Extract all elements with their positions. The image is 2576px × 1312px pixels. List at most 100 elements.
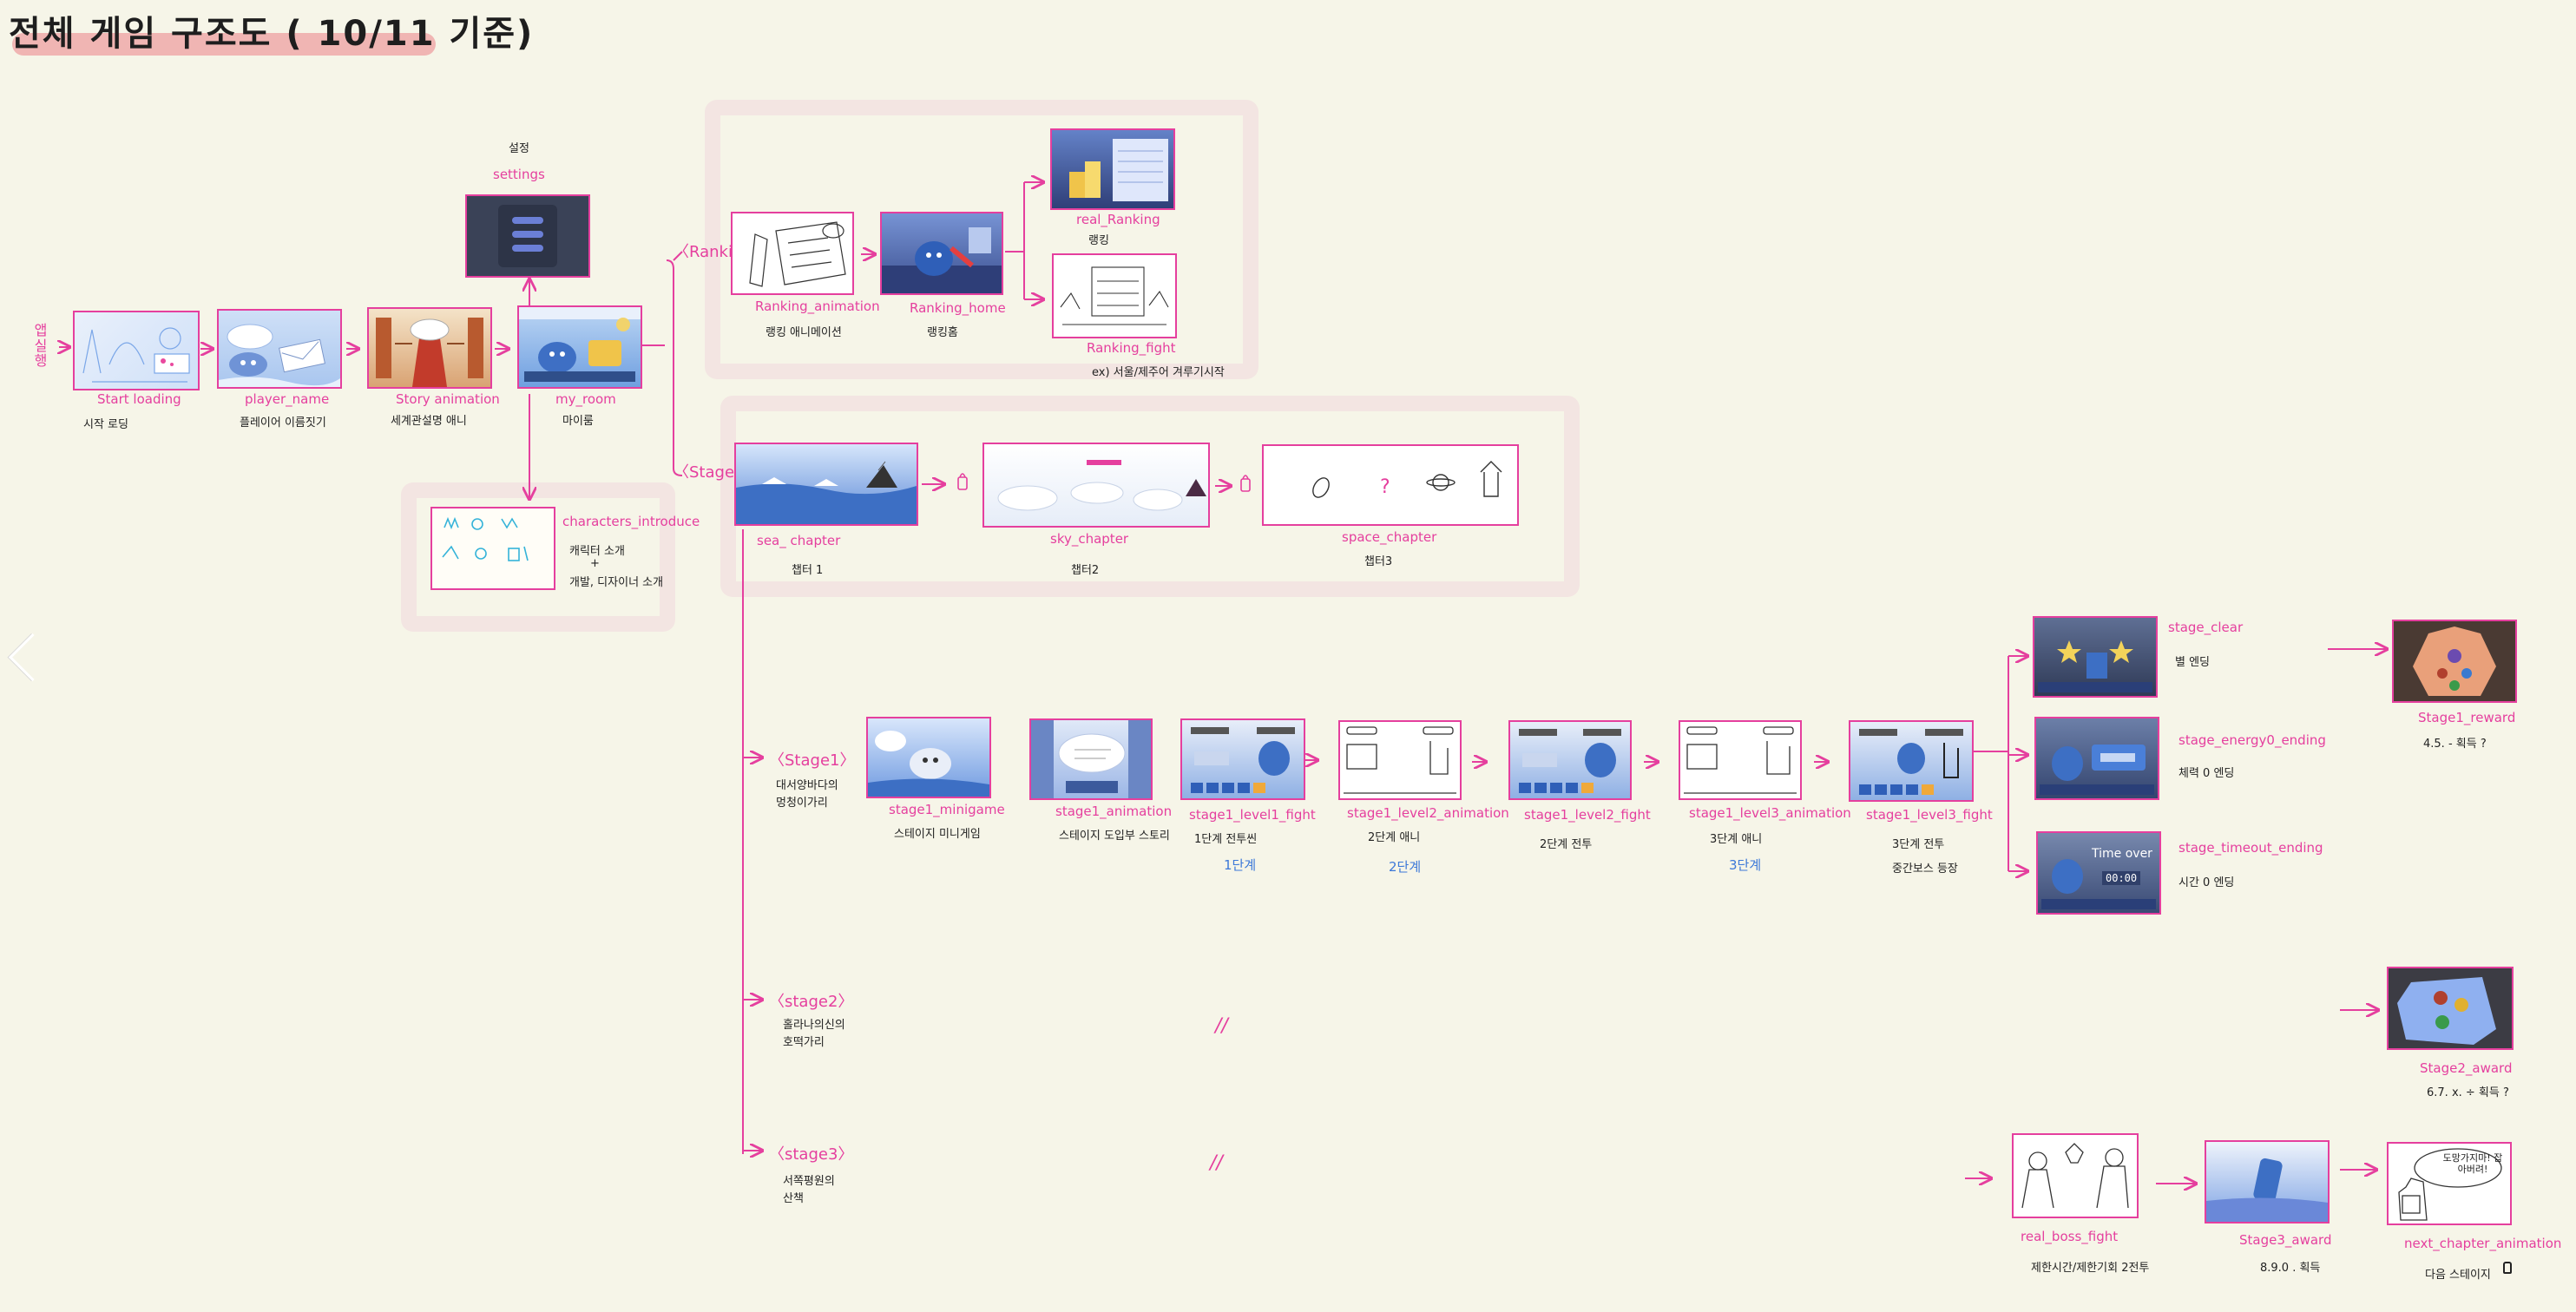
characters-note3: 개발, 디자이너 소개 xyxy=(569,576,664,589)
pointer-icon xyxy=(2503,1262,2512,1274)
svg-text:?: ? xyxy=(1380,476,1390,498)
real-ranking-thumb[interactable] xyxy=(1050,128,1175,210)
space-chapter-label: space_chapter xyxy=(1342,529,1437,545)
stage2-description: 홀라나의신의 호떡가리 xyxy=(783,1017,845,1051)
stage2-ditto: // xyxy=(1215,1015,1228,1037)
stage2-award-sub: 6.7. x. ÷ 획득 ? xyxy=(2427,1086,2509,1099)
stage1-minigame-label: stage1_minigame xyxy=(889,802,1005,817)
stage1-level3-fight-sub2: 중간보스 등장 xyxy=(1892,863,1958,876)
stage2-award-thumb[interactable] xyxy=(2387,967,2514,1050)
stage3-ditto: // xyxy=(1210,1152,1223,1174)
player-name-label: player_name xyxy=(245,391,330,407)
stage1-level3-fight-label: stage1_level3_fight xyxy=(1866,807,1993,823)
settings-label: settings xyxy=(493,167,545,182)
stage1-animation-thumb[interactable] xyxy=(1029,718,1153,800)
title-highlight xyxy=(12,33,436,56)
stage1-animation-label: stage1_animation xyxy=(1055,804,1173,819)
stage1-description: 대서양바다의 멍청이가리 xyxy=(776,777,838,811)
stage1-level2-animation-label: stage1_level2_animation xyxy=(1347,805,1509,821)
ranking-animation-thumb[interactable] xyxy=(731,212,854,295)
real-ranking-label: real_Ranking xyxy=(1076,212,1160,227)
stage1-animation-sub: 스테이지 도입부 스토리 xyxy=(1059,830,1170,843)
characters-note2: + xyxy=(590,557,600,570)
stage-timeout-ending-sub: 시간 0 엔딩 xyxy=(2178,876,2235,889)
story-animation-sub: 세계관설명 애니 xyxy=(391,415,467,428)
stage2-desc-line2: 호떡가리 xyxy=(783,1035,825,1049)
stage3-award-sub: 8.9.0 . 획득 xyxy=(2260,1262,2321,1275)
sky-chapter-label: sky_chapter xyxy=(1050,531,1129,547)
stage1-level1-fight-label: stage1_level1_fight xyxy=(1189,807,1316,823)
space-chapter-thumb[interactable]: ? xyxy=(1262,444,1519,526)
stage3-description: 서쪽평원의 산책 xyxy=(783,1173,835,1207)
settings-header: 설정 xyxy=(509,142,529,155)
my-room-thumb[interactable] xyxy=(517,305,642,389)
ranking-home-label: Ranking_home xyxy=(910,300,1006,316)
story-animation-thumb[interactable] xyxy=(367,307,492,389)
stage1-level2-fight-label: stage1_level2_fight xyxy=(1524,807,1651,823)
page-title: 전체 게임 구조도 ( 10/11 기준) xyxy=(9,14,535,54)
next-chapter-animation-sub: 다음 스테이지 xyxy=(2425,1269,2491,1282)
stage3-desc-line1: 서쪽평원의 xyxy=(783,1175,835,1188)
stage1-level2-fight-sub: 2단계 전투 xyxy=(1540,838,1593,851)
my-room-sub: 마이룸 xyxy=(562,415,594,428)
stage-energy0-ending-label: stage_energy0_ending xyxy=(2178,732,2326,748)
ranking-home-sub: 랭킹홈 xyxy=(927,326,958,339)
next-chapter-animation-label: next_chapter_animation xyxy=(2404,1236,2562,1251)
ranking-home-thumb[interactable] xyxy=(880,212,1003,295)
stage1-level1-step: 1단계 xyxy=(1224,857,1257,873)
stage1-desc-line2: 멍청이가리 xyxy=(776,796,828,810)
timeout-timer: 00:00 xyxy=(2102,871,2141,885)
sky-chapter-thumb[interactable] xyxy=(982,443,1210,528)
stage-energy0-ending-thumb[interactable] xyxy=(2034,717,2159,800)
stage1-level3-step: 3단계 xyxy=(1729,857,1762,873)
real-boss-fight-thumb[interactable] xyxy=(2012,1133,2139,1218)
ranking-group xyxy=(705,100,1258,379)
stage3-award-thumb[interactable] xyxy=(2205,1140,2330,1223)
ranking-animation-label: Ranking_animation xyxy=(755,298,880,314)
real-boss-fight-sub: 제한시간/제한기회 2전투 xyxy=(2031,1262,2150,1275)
stage1-level2-step: 2단계 xyxy=(1389,859,1422,875)
player-name-sub: 플레이어 이름짓기 xyxy=(240,417,326,430)
stage2-desc-line1: 홀라나의신의 xyxy=(783,1019,845,1032)
stage1-level3-animation-sub: 3단계 애니 xyxy=(1710,833,1763,846)
stage1-level3-fight-sub: 3단계 전투 xyxy=(1892,838,1945,851)
sea-chapter-sub: 챕터 1 xyxy=(792,564,824,577)
stage1-minigame-sub: 스테이지 미니게임 xyxy=(894,828,981,841)
stage-clear-thumb[interactable] xyxy=(2033,616,2158,698)
player-name-thumb[interactable] xyxy=(217,309,342,389)
stage3-branch-label: 〈stage3〉 xyxy=(769,1145,854,1164)
stage1-level2-fight-thumb[interactable] xyxy=(1508,720,1632,800)
space-chapter-sub: 챕터3 xyxy=(1364,555,1393,568)
stage1-level3-fight-thumb[interactable] xyxy=(1849,720,1974,802)
ranking-fight-sub: ex) 서울/제주어 겨루기시작 xyxy=(1092,366,1225,379)
stage1-desc-line1: 대서양바다의 xyxy=(776,779,838,792)
stage1-level2-animation-sub: 2단계 애니 xyxy=(1368,831,1421,844)
next-chapter-animation-thumb[interactable]: 도망가지마! 잡아버려! xyxy=(2387,1142,2512,1225)
stage-energy0-ending-sub: 체력 0 엔딩 xyxy=(2178,767,2235,780)
stage1-reward-thumb[interactable] xyxy=(2392,620,2517,703)
stage-timeout-ending-thumb[interactable]: Time over 00:00 xyxy=(2036,831,2161,915)
start-loading-sub: 시작 로딩 xyxy=(83,418,128,431)
stage-group xyxy=(720,396,1580,597)
stage1-level1-fight-thumb[interactable] xyxy=(1180,718,1305,800)
stage1-level3-animation-label: stage1_level3_animation xyxy=(1689,805,1851,821)
characters-introduce-thumb[interactable] xyxy=(430,507,555,590)
stage1-branch-label: 〈Stage1〉 xyxy=(769,751,856,770)
start-loading-thumb[interactable] xyxy=(73,311,200,390)
ranking-animation-sub: 랭킹 애니메이션 xyxy=(766,326,842,339)
sky-chapter-sub: 챕터2 xyxy=(1071,564,1100,577)
stage1-level3-animation-thumb[interactable] xyxy=(1679,720,1802,800)
characters-note1: 캐릭터 소개 xyxy=(569,545,625,558)
sea-chapter-thumb[interactable] xyxy=(734,443,918,526)
sea-chapter-label: sea_ chapter xyxy=(757,533,841,548)
settings-thumb[interactable] xyxy=(465,194,590,278)
stage1-reward-label: Stage1_reward xyxy=(2418,710,2516,725)
stage1-minigame-thumb[interactable] xyxy=(866,717,991,798)
stage-clear-sub: 별 엔딩 xyxy=(2175,656,2211,669)
ranking-fight-thumb[interactable] xyxy=(1052,253,1177,338)
stage-branch-label: 〈Stage〉 xyxy=(674,463,751,482)
my-room-label: my_room xyxy=(555,391,616,407)
stage1-level2-animation-thumb[interactable] xyxy=(1338,720,1462,800)
stage1-level1-fight-sub: 1단계 전투씬 xyxy=(1194,833,1258,846)
